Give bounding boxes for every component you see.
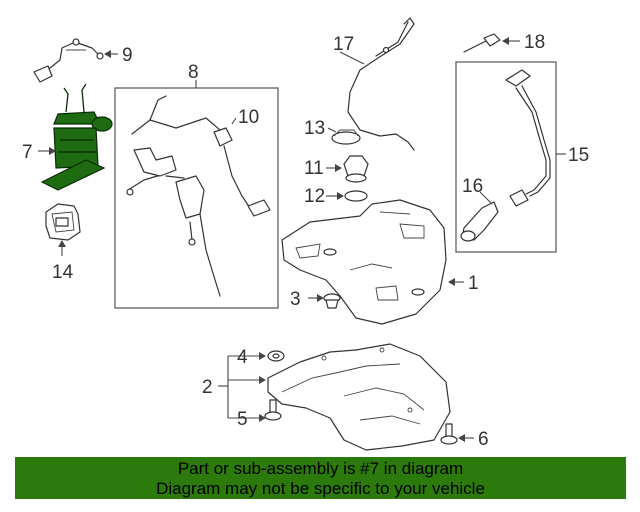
part-14-bracket[interactable] — [45, 203, 81, 241]
callout-18: 18 — [524, 32, 545, 53]
part-2-shield[interactable] — [267, 343, 451, 451]
part-18-cap[interactable] — [463, 33, 501, 53]
parts-diagram: 9 7 14 8 10 — [22, 17, 589, 451]
callout-16: 16 — [462, 176, 483, 197]
part-13-ring[interactable] — [331, 129, 361, 145]
callout-9: 9 — [122, 45, 133, 66]
part-9-fuel-level-sender[interactable] — [33, 38, 104, 83]
callout-6: 6 — [478, 429, 489, 450]
info-banner: Part or sub-assembly is #7 in diagram Di… — [15, 457, 626, 499]
part-8-assembly[interactable] — [126, 95, 221, 297]
callout-13: 13 — [304, 118, 325, 139]
callout-10: 10 — [238, 107, 259, 128]
callout-5: 5 — [237, 409, 248, 430]
part-5-bolt[interactable] — [264, 399, 282, 421]
part-12-gasket[interactable] — [344, 190, 368, 202]
callout-11: 11 — [304, 158, 324, 179]
part-16-hose[interactable] — [460, 201, 499, 242]
callout-7: 7 — [22, 142, 33, 163]
part-10-sensor[interactable] — [213, 127, 271, 217]
callout-8: 8 — [188, 62, 199, 83]
part-15-filler-pipe[interactable] — [505, 69, 551, 207]
part-17-vent-tube[interactable] — [347, 17, 415, 151]
callout-15: 15 — [568, 145, 589, 166]
callout-3: 3 — [290, 289, 301, 310]
callout-2: 2 — [202, 377, 213, 398]
banner-line-2: Diagram may not be specific to your vehi… — [156, 479, 485, 498]
callout-14: 14 — [52, 262, 74, 283]
part-3-grommet[interactable] — [323, 293, 341, 309]
part-4-washer[interactable] — [267, 350, 285, 362]
part-11-valve[interactable] — [343, 155, 369, 183]
callout-4: 4 — [237, 347, 248, 368]
part-7-fuel-pump-module[interactable] — [40, 83, 113, 191]
callout-1: 1 — [468, 273, 479, 294]
callout-17: 17 — [333, 34, 354, 55]
callout-12: 12 — [304, 186, 325, 207]
part-1-fuel-tank[interactable] — [281, 199, 447, 325]
banner-line-1: Part or sub-assembly is #7 in diagram — [177, 459, 464, 478]
part-6-stud[interactable] — [440, 423, 458, 445]
assembly-15-box — [455, 61, 557, 253]
